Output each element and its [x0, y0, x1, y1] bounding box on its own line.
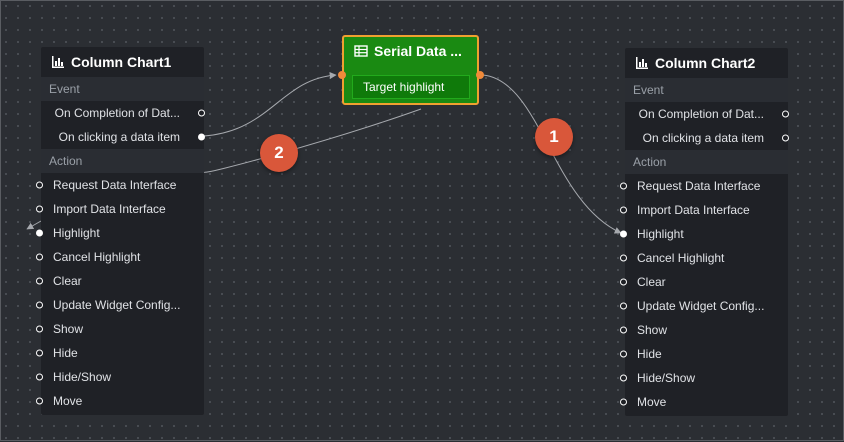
- input-port[interactable]: [620, 206, 627, 214]
- input-port[interactable]: [620, 230, 627, 238]
- action-item[interactable]: Hide/Show: [36, 365, 204, 389]
- column-chart1-header[interactable]: Column Chart1: [41, 47, 204, 77]
- input-port[interactable]: [36, 253, 43, 261]
- action-item[interactable]: Clear: [36, 269, 204, 293]
- input-port[interactable]: [36, 325, 43, 333]
- input-port[interactable]: [36, 373, 43, 381]
- output-port[interactable]: [782, 134, 789, 142]
- output-port[interactable]: [782, 110, 789, 118]
- input-port[interactable]: [620, 254, 627, 262]
- action-label: Hide/Show: [637, 371, 696, 385]
- event-section-label: Event: [41, 77, 204, 101]
- action-label: Update Widget Config...: [53, 298, 181, 312]
- action-label: Cancel Highlight: [53, 250, 141, 264]
- input-port[interactable]: [620, 398, 627, 406]
- event-label: On Completion of Dat...: [638, 107, 764, 121]
- action-item[interactable]: Highlight: [620, 222, 788, 246]
- action-item[interactable]: Hide/Show: [620, 366, 788, 390]
- action-item[interactable]: Cancel Highlight: [36, 245, 204, 269]
- action-item[interactable]: Cancel Highlight: [620, 246, 788, 270]
- input-port[interactable]: [36, 181, 43, 189]
- column-chart2-header[interactable]: Column Chart2: [625, 48, 788, 78]
- action-item[interactable]: Show: [36, 317, 204, 341]
- event-item[interactable]: On Completion of Dat...: [41, 101, 205, 125]
- action-label: Show: [53, 322, 84, 336]
- action-label: Hide: [637, 347, 662, 361]
- column-chart1-node[interactable]: Column Chart1 Event On Completion of Dat…: [36, 47, 205, 415]
- output-port[interactable]: [198, 133, 205, 141]
- input-port[interactable]: [36, 277, 43, 285]
- action-section-label: Action: [625, 150, 788, 174]
- action-label: Import Data Interface: [53, 202, 166, 216]
- event-label: On Completion of Dat...: [54, 106, 180, 120]
- action-label: Highlight: [53, 226, 100, 240]
- action-label: Hide/Show: [53, 370, 112, 384]
- callout-badge-1: 1: [535, 118, 573, 156]
- input-port[interactable]: [620, 182, 627, 190]
- serial-data-node[interactable]: Serial Data ... Target highlight: [342, 35, 479, 105]
- action-item[interactable]: Update Widget Config...: [620, 294, 788, 318]
- action-item[interactable]: Highlight: [36, 221, 204, 245]
- node-title: Serial Data ...: [374, 43, 462, 59]
- input-port[interactable]: [620, 302, 627, 310]
- action-label: Request Data Interface: [637, 179, 761, 193]
- input-port[interactable]: [620, 278, 627, 286]
- action-label: Update Widget Config...: [637, 299, 765, 313]
- event-label: On clicking a data item: [58, 130, 180, 144]
- event-section-label: Event: [625, 78, 788, 102]
- bar-chart-icon: [52, 56, 64, 68]
- action-item[interactable]: Hide: [36, 341, 204, 365]
- action-label: Clear: [53, 274, 82, 288]
- action-label: Hide: [53, 346, 78, 360]
- event-label: On clicking a data item: [642, 131, 764, 145]
- input-port[interactable]: [620, 326, 627, 334]
- wire-to-chart1-highlight-left[interactable]: [26, 220, 42, 230]
- action-item[interactable]: Request Data Interface: [36, 173, 204, 197]
- node-title: Column Chart2: [655, 55, 756, 71]
- action-label: Import Data Interface: [637, 203, 750, 217]
- action-item[interactable]: Move: [620, 390, 788, 414]
- output-port[interactable]: [198, 109, 205, 117]
- serial-data-icon: [354, 45, 368, 57]
- input-port[interactable]: [620, 374, 627, 382]
- action-label: Clear: [637, 275, 666, 289]
- input-port[interactable]: [36, 205, 43, 213]
- action-item[interactable]: Request Data Interface: [620, 174, 788, 198]
- target-highlight-item[interactable]: Target highlight: [352, 75, 470, 99]
- serial-input-port[interactable]: [338, 71, 346, 79]
- action-item[interactable]: Import Data Interface: [36, 197, 204, 221]
- action-item[interactable]: Update Widget Config...: [36, 293, 204, 317]
- wire-serial-to-chart1-highlight[interactable]: [203, 108, 422, 173]
- column-chart2-node[interactable]: Column Chart2 Event On Completion of Dat…: [620, 48, 789, 416]
- action-label: Move: [637, 395, 667, 409]
- action-item[interactable]: Clear: [620, 270, 788, 294]
- input-port[interactable]: [36, 349, 43, 357]
- serial-output-port[interactable]: [476, 71, 484, 79]
- action-label: Request Data Interface: [53, 178, 177, 192]
- input-port[interactable]: [36, 229, 43, 237]
- input-port[interactable]: [36, 301, 43, 309]
- wire-click-to-serial[interactable]: [203, 71, 337, 137]
- action-label: Cancel Highlight: [637, 251, 725, 265]
- action-label: Show: [637, 323, 668, 337]
- action-label: Highlight: [637, 227, 684, 241]
- action-item[interactable]: Move: [36, 389, 204, 413]
- callout-badge-2: 2: [260, 134, 298, 172]
- event-item[interactable]: On clicking a data item: [625, 126, 789, 150]
- action-item[interactable]: Show: [620, 318, 788, 342]
- bar-chart-icon: [636, 57, 648, 69]
- action-item[interactable]: Import Data Interface: [620, 198, 788, 222]
- event-item[interactable]: On clicking a data item: [41, 125, 205, 149]
- action-label: Move: [53, 394, 83, 408]
- action-item[interactable]: Hide: [620, 342, 788, 366]
- node-title: Column Chart1: [71, 54, 172, 70]
- input-port[interactable]: [36, 397, 43, 405]
- input-port[interactable]: [620, 350, 627, 358]
- serial-data-header[interactable]: Serial Data ...: [344, 37, 477, 65]
- event-item[interactable]: On Completion of Dat...: [625, 102, 789, 126]
- action-section-label: Action: [41, 149, 204, 173]
